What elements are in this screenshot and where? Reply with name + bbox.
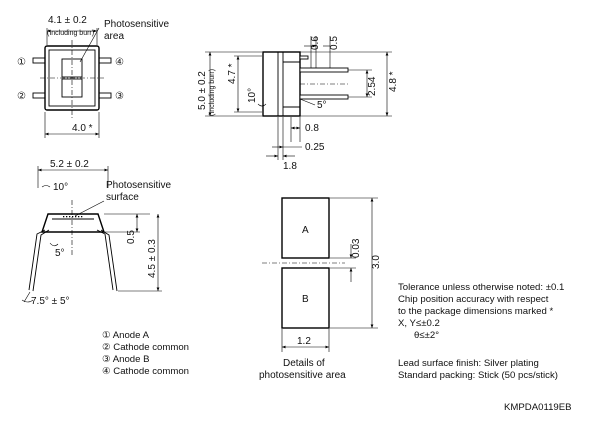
side-dim-4-8: 4.8 *	[388, 71, 399, 92]
detail-dim-3-0: 3.0	[371, 255, 382, 269]
bottom-width-dim: 4.0 *	[72, 123, 93, 134]
side-dim-4-7: 4.7 *	[227, 63, 238, 84]
note-line: θ≤±2°	[414, 330, 440, 341]
top-view: 4.1 ± 0.2 (Including burr) Photosensitiv…	[17, 15, 169, 138]
top-width-note: (Including burr)	[47, 30, 94, 37]
side-height-note: (Including burr)	[209, 69, 216, 116]
pin-4-marker: ④	[115, 57, 124, 68]
packing-note: Standard packing: Stick (50 pcs/stick)	[398, 370, 558, 381]
detail-view: A B 0.03 3.0 1.2 Details of photosensiti…	[259, 197, 382, 381]
detail-dim-0-03: 0.03	[351, 238, 362, 258]
detail-caption-2: photosensitive area	[259, 370, 346, 381]
side-dim-0-5: 0.5	[329, 36, 340, 50]
side-dim-0-8: 0.8	[305, 123, 319, 134]
front-angle-7-5: 7.5° ± 5°	[31, 296, 70, 307]
finish-notes: Lead surface finish: Silver plating Stan…	[398, 358, 558, 382]
drawing-code: KMPDA0119EB	[504, 402, 572, 413]
note-line: X, Y≤±0.2	[398, 318, 440, 329]
photosensitive-area-label-2: area	[104, 31, 124, 42]
front-dim-0-5: 0.5	[126, 230, 137, 244]
pin-legend-item: ④ Cathode common	[102, 366, 189, 377]
pin-legend-item: ① Anode A	[102, 330, 150, 341]
front-dim-4-5: 4.5 ± 0.3	[147, 239, 158, 278]
side-dim-1-8: 1.8	[283, 161, 297, 172]
detail-label-b: B	[302, 294, 309, 305]
note-line: Chip position accuracy with respect	[398, 294, 549, 305]
pin-legend: ① Anode A ② Cathode common ③ Anode B ④ C…	[102, 330, 189, 378]
pin-3-marker: ③	[115, 91, 124, 102]
pin-legend-item: ② Cathode common	[102, 342, 189, 353]
side-view: 5.0 ± 0.2 (Including burr) 4.7 * 10° 5° …	[197, 36, 399, 172]
side-height-dim: 5.0 ± 0.2	[197, 71, 208, 110]
note-line: Tolerance unless otherwise noted: ±0.1	[398, 282, 565, 293]
detail-caption-1: Details of	[283, 358, 325, 369]
chip-dots	[63, 216, 83, 218]
photosensitive-area-label-1: Photosensitive	[104, 19, 169, 30]
top-width-dim: 4.1 ± 0.2	[48, 15, 87, 26]
front-angle-5: 5°	[55, 248, 65, 259]
front-view: 5.2 ± 0.2 10° Photosensitive surface 5°	[21, 159, 171, 307]
side-angle-5: 5°	[317, 100, 327, 111]
detail-dim-1-2: 1.2	[297, 336, 311, 347]
pin-2-marker: ②	[17, 91, 26, 102]
photosensitive-surface-label-2: surface	[106, 192, 139, 203]
side-dim-0-6: 0.6	[310, 36, 321, 50]
side-angle-10: 10°	[247, 88, 258, 103]
pin-legend-item: ③ Anode B	[102, 354, 150, 365]
note-line: to the package dimensions marked *	[398, 306, 554, 317]
tolerance-notes: Tolerance unless otherwise noted: ±0.1 C…	[398, 282, 564, 342]
lead-finish-note: Lead surface finish: Silver plating	[398, 358, 539, 369]
detail-label-a: A	[302, 225, 309, 236]
pin-1-marker: ①	[17, 57, 26, 68]
side-dim-2-54: 2.54	[367, 76, 378, 96]
front-angle-10: 10°	[53, 182, 68, 193]
photosensitive-surface-label-1: Photosensitive	[106, 180, 171, 191]
side-dim-0-25: 0.25	[305, 142, 325, 153]
front-width-dim: 5.2 ± 0.2	[50, 159, 89, 170]
